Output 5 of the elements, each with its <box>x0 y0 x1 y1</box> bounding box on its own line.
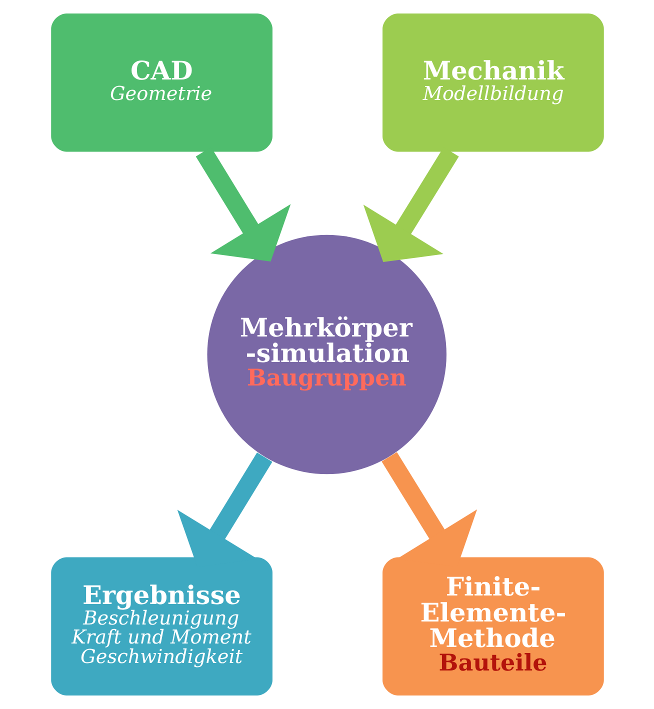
node-box: Ergebnisse Beschleunigung Kraft und Moment Geschwindigkeit <box>50 557 272 696</box>
node-box: CAD Geometrie <box>50 14 272 152</box>
node-circle: Mehrkörper -simulation Baugruppen <box>206 234 446 474</box>
node-box: Mechanik Modellbildung <box>382 14 604 152</box>
node-box: Finite- Elemente- Methode Bauteile <box>382 557 604 696</box>
